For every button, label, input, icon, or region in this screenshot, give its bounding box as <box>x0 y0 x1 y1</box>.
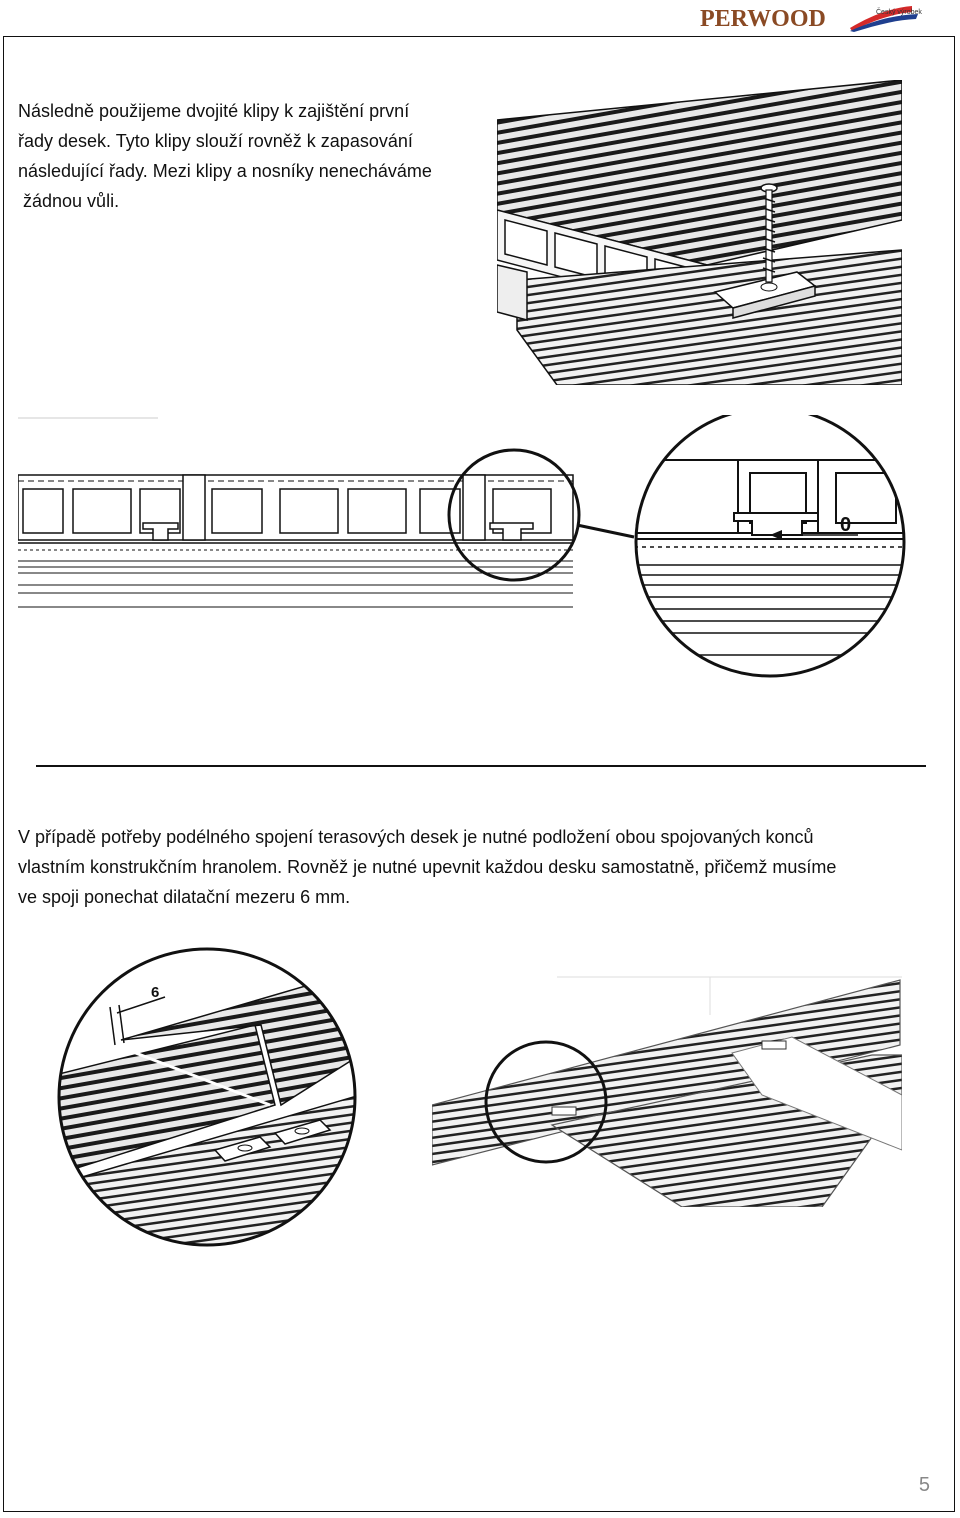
text-line: řady desek. Tyto klipy slouží rovněž k z… <box>18 131 413 151</box>
dimension-leader <box>116 996 166 1014</box>
deck-boards <box>432 979 901 1166</box>
text-line: ve spoji ponechat dilatační mezeru 6 mm. <box>18 887 351 907</box>
joint-selector-circle <box>484 1040 608 1164</box>
boards-cross-section <box>18 474 574 541</box>
detail-selector-circle <box>447 448 581 582</box>
joint-detail-zoom-illustration: 6 <box>57 947 357 1247</box>
page-frame <box>3 36 955 1512</box>
page-number: 5 <box>918 1474 930 1496</box>
text-line: V případě potřeby podélného spojení tera… <box>18 827 814 847</box>
flag-blue-stripe <box>850 14 918 32</box>
deck-joint-overview-illustration <box>432 976 902 1207</box>
joint-detail-content <box>59 949 355 1245</box>
text-line: vlastním konstrukčním hranolem. Rovněž j… <box>18 857 837 877</box>
joint-zoom-circle <box>57 947 357 1247</box>
logo-tagline: Český výrobek <box>876 7 922 16</box>
cross-section-illustration: 0 <box>18 415 906 678</box>
zoom-circle <box>634 415 906 678</box>
joist-end <box>497 264 528 321</box>
paragraph-double-clips: Následně použijeme dvojité klipy k zajiš… <box>18 96 488 216</box>
zoom-connector-line <box>576 523 635 539</box>
deck-perspective-illustration <box>497 80 902 385</box>
clip-screw-hole <box>760 282 778 292</box>
text-line: žádnou vůli. <box>18 191 120 211</box>
deck-joist-gap <box>731 1036 902 1151</box>
clip-side <box>732 285 816 319</box>
text-line: Následně použijeme dvojité klipy k zajiš… <box>18 101 410 121</box>
clip-marker <box>551 1106 577 1116</box>
text-line: následující řady. Mezi klipy a nosníky n… <box>18 161 432 181</box>
paragraph-longitudinal-joint: V případě potřeby podélného spojení tera… <box>18 822 948 912</box>
gap-label-six: 6 <box>151 984 159 1001</box>
clip-marker <box>761 1040 787 1050</box>
logo-wordmark: PERWOOD <box>700 6 826 32</box>
board-top-surface <box>497 80 902 266</box>
zoom-detail-content <box>636 415 904 676</box>
dimension-line <box>109 1006 116 1046</box>
perwood-logo: PERWOOD Český výrobek <box>700 6 922 32</box>
gap-label-zero: 0 <box>840 514 851 536</box>
joint-gap-line <box>114 1043 271 1107</box>
section-divider <box>36 765 926 767</box>
joist-cross-section <box>18 542 573 608</box>
flag-red-stripe <box>850 6 912 31</box>
screw-icon <box>760 183 778 283</box>
